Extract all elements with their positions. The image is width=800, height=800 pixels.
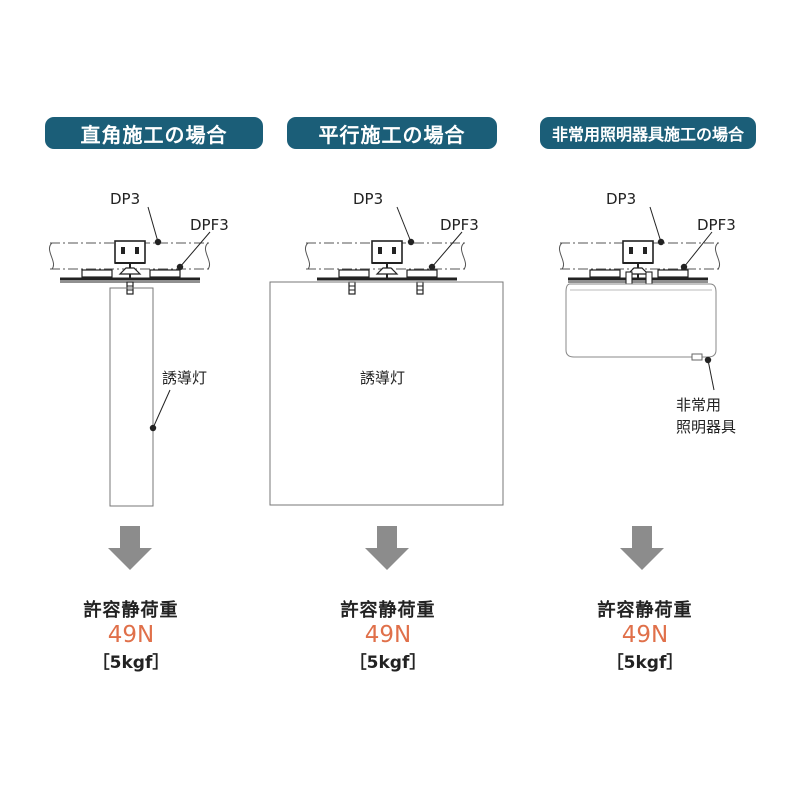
- label-dp3: DP3: [353, 190, 383, 208]
- load-spec-emergency: 許容静荷重 49N ［5kgf］: [545, 596, 745, 673]
- load-value: 49N: [107, 622, 155, 648]
- label-fixture: 誘導灯: [360, 369, 405, 387]
- load-value: 49N: [621, 622, 669, 648]
- label-dpf3: DPF3: [190, 216, 229, 234]
- down-arrow-icon: [108, 526, 152, 570]
- panel-right-angle-drawing: DP3 DPF3 誘導灯: [48, 190, 229, 570]
- load-title: 許容静荷重: [597, 600, 693, 621]
- load-value: 49N: [364, 622, 412, 648]
- load-spec-parallel: 許容静荷重 49N ［5kgf］: [288, 596, 488, 673]
- heading-parallel: 平行施工の場合: [287, 117, 497, 149]
- down-arrow-icon: [365, 526, 409, 570]
- label-fixture: 誘導灯: [162, 369, 207, 387]
- label-dp3: DP3: [110, 190, 140, 208]
- heading-emergency: 非常用照明器具施工の場合: [540, 117, 756, 149]
- panel-emergency-drawing: DP3 DPF3 非常用 照明器具: [558, 190, 736, 570]
- label-fixture-line1: 非常用: [676, 396, 721, 414]
- heading-right-angle: 直角施工の場合: [45, 117, 263, 149]
- label-dpf3: DPF3: [697, 216, 736, 234]
- load-unit: ［5kgf］: [606, 653, 684, 673]
- load-spec-right-angle: 許容静荷重 49N ［5kgf］: [31, 596, 231, 673]
- label-dpf3: DPF3: [440, 216, 479, 234]
- load-unit: ［5kgf］: [349, 653, 427, 673]
- load-title: 許容静荷重: [83, 600, 179, 621]
- down-arrow-icon: [620, 526, 664, 570]
- load-unit: ［5kgf］: [92, 653, 170, 673]
- label-dp3: DP3: [606, 190, 636, 208]
- panel-parallel-drawing: DP3 DPF3 誘導灯: [269, 190, 504, 570]
- label-fixture-line2: 照明器具: [676, 418, 736, 436]
- load-title: 許容静荷重: [340, 600, 436, 621]
